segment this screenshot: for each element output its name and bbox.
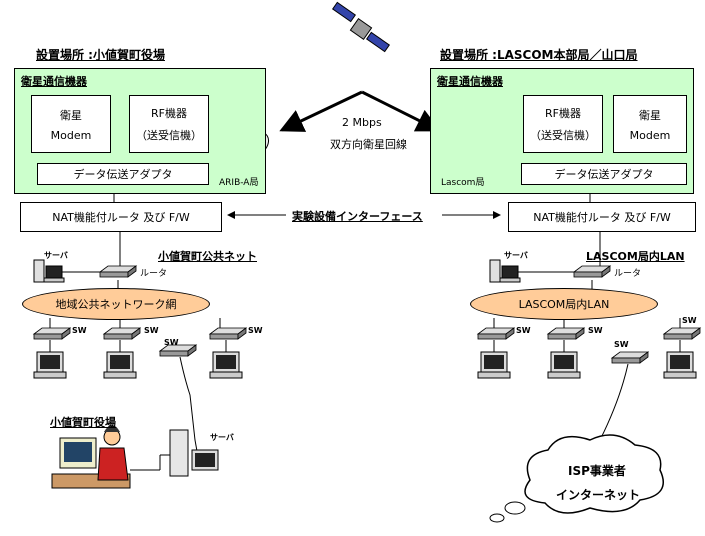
- left-core-network-ellipse: 地域公共ネットワーク網: [22, 288, 210, 320]
- right-rf-box: RF機器 （送受信機）: [523, 95, 603, 153]
- switch-icon: [547, 327, 585, 340]
- office-worker-icon: [51, 425, 131, 489]
- adapter-label: データ伝送アダプタ: [554, 168, 654, 181]
- rf-label-line1: RF機器: [545, 107, 581, 120]
- sw-label: SW: [72, 326, 87, 335]
- office-title: 小値賀町役場: [50, 416, 116, 429]
- left-adapter-box: データ伝送アダプタ: [37, 163, 209, 185]
- left-satellite-equipment-box: 衛星通信機器 衛星 Modem RF機器 （送受信機） データ伝送アダプタ AR…: [14, 68, 266, 194]
- router-label: NAT機能付ルータ 及び F/W: [533, 211, 671, 224]
- switch-icon: [33, 327, 71, 340]
- sw-label: SW: [588, 326, 603, 335]
- right-satellite-equipment-box: 衛星通信機器 RF機器 （送受信機） 衛星 Modem データ伝送アダプタ La…: [430, 68, 694, 194]
- rf-label-line1: RF機器: [151, 107, 187, 120]
- router-icon: [573, 265, 611, 278]
- sw-label: SW: [682, 316, 697, 325]
- link-type-label: 双方向衛星回線: [330, 138, 407, 151]
- modem-label-line1: 衛星: [60, 108, 82, 122]
- sw-label: SW: [144, 326, 159, 335]
- office-server-label: サーバ: [210, 433, 234, 442]
- left-network-title: 小値賀町公共ネット: [158, 250, 257, 263]
- right-router-box: NAT機能付ルータ 及び F/W: [508, 202, 696, 232]
- right-network-title: LASCOM局内LAN: [586, 250, 685, 263]
- left-router-label: ルータ: [140, 269, 168, 279]
- left-station-label: ARIB-A局: [219, 178, 259, 188]
- link-speed-label: 2 Mbps: [342, 116, 382, 129]
- right-core-network-label: LASCOM局内LAN: [518, 298, 610, 311]
- sw-label: SW: [164, 338, 179, 347]
- switch-icon: [103, 327, 141, 340]
- switch-icon: [611, 351, 649, 364]
- right-station-label: Lascom局: [441, 178, 485, 188]
- right-adapter-box: データ伝送アダプタ: [521, 163, 687, 185]
- isp-label-line1: ISP事業者: [568, 464, 626, 478]
- left-core-network-label: 地域公共ネットワーク網: [55, 298, 177, 311]
- right-core-network-ellipse: LASCOM局内LAN: [470, 288, 658, 320]
- left-server-label: サーバ: [44, 251, 68, 260]
- router-icon: [99, 265, 137, 278]
- pc-icon: [663, 351, 697, 379]
- office-server-icon: [169, 429, 219, 477]
- modem-label-line2: Modem: [50, 128, 92, 142]
- switch-icon: [663, 327, 701, 340]
- sw-label: SW: [614, 340, 629, 349]
- right-site-title: 設置場所 :LASCOM本部局／山口局: [440, 48, 638, 62]
- right-modem-box: 衛星 Modem: [613, 95, 687, 153]
- router-label: NAT機能付ルータ 及び F/W: [52, 211, 190, 224]
- left-rf-box: RF機器 （送受信機）: [129, 95, 209, 153]
- server-icon: [489, 259, 521, 283]
- pc-icon: [209, 351, 243, 379]
- pc-icon: [477, 351, 511, 379]
- left-modem-box: 衛星 Modem: [31, 95, 111, 153]
- right-router-label: ルータ: [614, 269, 642, 279]
- left-satellite-box-label: 衛星通信機器: [21, 75, 87, 88]
- interface-label: 実験設備インターフェース: [292, 210, 423, 223]
- right-satellite-box-label: 衛星通信機器: [437, 75, 503, 88]
- pc-icon: [103, 351, 137, 379]
- isp-cloud-icon: [489, 434, 664, 523]
- sw-label: SW: [248, 326, 263, 335]
- server-icon: [33, 259, 65, 283]
- rf-label-line2: （送受信機）: [136, 129, 202, 142]
- left-router-box: NAT機能付ルータ 及び F/W: [20, 202, 222, 232]
- switch-icon: [477, 327, 515, 340]
- isp-label-line2: インターネット: [556, 488, 641, 502]
- adapter-label: データ伝送アダプタ: [73, 168, 173, 181]
- right-server-label: サーバ: [504, 251, 528, 260]
- rf-label-line2: （送受信機）: [530, 129, 596, 142]
- switch-icon: [209, 327, 247, 340]
- sw-label: SW: [516, 326, 531, 335]
- modem-label-line2: Modem: [629, 128, 671, 142]
- pc-icon: [547, 351, 581, 379]
- left-site-title: 設置場所 :小値賀町役場: [36, 48, 165, 62]
- satellite-icon: [331, 1, 391, 53]
- pc-icon: [33, 351, 67, 379]
- modem-label-line1: 衛星: [639, 108, 661, 122]
